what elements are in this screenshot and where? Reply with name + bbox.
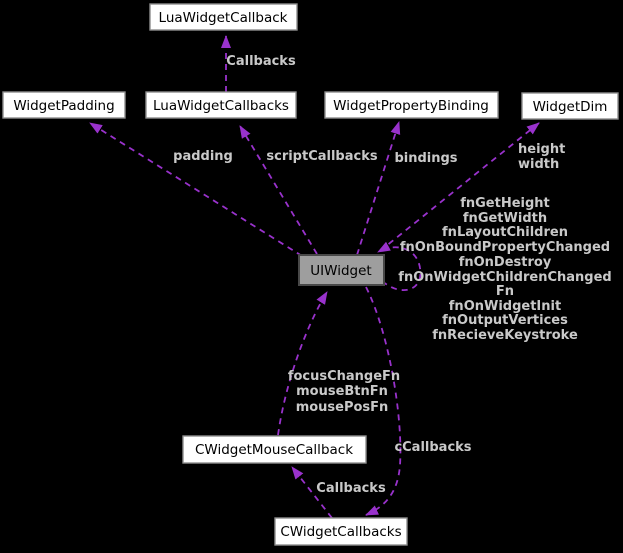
node-widgetdim[interactable]: WidgetDim bbox=[521, 92, 619, 120]
edge-uiwidget-luawidgetcallbacks bbox=[239, 125, 318, 255]
node-uiwidget-box[interactable] bbox=[298, 254, 385, 286]
edge-label-height: height bbox=[518, 142, 565, 157]
node-cwidgetmousecallback[interactable]: CWidgetMouseCallback bbox=[182, 435, 367, 464]
edge-uiwidget-widgetdim bbox=[379, 122, 540, 252]
edge-label-fnrecievekeystroke: fnRecieveKeystroke bbox=[432, 328, 578, 343]
node-cwidgetcallbacks[interactable]: CWidgetCallbacks bbox=[274, 517, 408, 546]
node-widgetpadding[interactable]: WidgetPadding bbox=[2, 91, 126, 119]
edge-label-fnonwidgetinit: fnOnWidgetInit bbox=[449, 299, 561, 314]
edge-label-mouse-members: focusChangeFn mouseBtnFn mousePosFn bbox=[288, 369, 400, 415]
node-cwidgetmousecallback-label: CWidgetMouseCallback bbox=[195, 442, 353, 458]
node-cwidgetcallbacks-box[interactable] bbox=[274, 517, 408, 546]
node-widgetpadding-label: WidgetPadding bbox=[13, 98, 114, 114]
edge-label-self-loop-members: fnGetHeight fnGetWidth fnLayoutChildren … bbox=[398, 196, 611, 343]
edge-label-fnoutputvertices: fnOutputVertices bbox=[442, 313, 568, 328]
node-cwidgetmousecallback-box[interactable] bbox=[182, 435, 367, 464]
edge-label-ccallbacks: cCallbacks bbox=[394, 440, 471, 455]
edge-label-callbacks-top: Callbacks bbox=[226, 54, 296, 69]
edge-label-bindings: bindings bbox=[394, 151, 457, 166]
edge-uiwidget-widgetpadding bbox=[89, 122, 303, 257]
node-luawidgetcallback-label: LuaWidgetCallback bbox=[159, 10, 288, 26]
edge-label-width: width bbox=[518, 157, 559, 172]
node-widgetpropertybinding-label: WidgetPropertyBinding bbox=[333, 98, 489, 114]
edge-label-padding: padding bbox=[173, 149, 233, 164]
edge-label-fnonwidgetchildrenchanged: fnOnWidgetChildrenChanged bbox=[398, 270, 611, 285]
edge-label-scriptcallbacks: scriptCallbacks bbox=[266, 149, 377, 164]
node-cwidgetcallbacks-label: CWidgetCallbacks bbox=[280, 524, 401, 540]
node-widgetdim-box[interactable] bbox=[521, 92, 619, 120]
node-luawidgetcallbacks[interactable]: LuaWidgetCallbacks bbox=[145, 91, 297, 119]
node-luawidgetcallback[interactable]: LuaWidgetCallback bbox=[149, 3, 298, 31]
edge-uiwidget-cwidgetcallbacks bbox=[365, 286, 402, 516]
edge-label-mouseposfn: mousePosFn bbox=[296, 400, 389, 415]
edge-label-fn: Fn bbox=[496, 284, 514, 299]
edge-label-fngetwidth: fnGetWidth bbox=[463, 211, 547, 226]
node-uiwidget-label: UIWidget bbox=[310, 263, 371, 279]
edge-cwidgetmousecallback-uiwidget bbox=[277, 291, 328, 436]
edge-uiwidget-self-loop bbox=[377, 241, 422, 291]
edge-label-mousebtnfn: mouseBtnFn bbox=[296, 384, 388, 399]
edge-label-callbacks-bottom: Callbacks bbox=[316, 481, 386, 496]
node-widgetpadding-box[interactable] bbox=[2, 91, 126, 119]
node-luawidgetcallbacks-label: LuaWidgetCallbacks bbox=[153, 98, 289, 114]
edge-label-focuschangefn: focusChangeFn bbox=[288, 369, 400, 384]
edge-label-fnondestroy: fnOnDestroy bbox=[459, 255, 552, 270]
edge-uiwidget-widgetpropertybinding bbox=[356, 121, 401, 256]
node-widgetdim-label: WidgetDim bbox=[533, 99, 608, 115]
edge-label-fnonboundpropertychanged: fnOnBoundPropertyChanged bbox=[400, 240, 610, 255]
node-luawidgetcallback-box[interactable] bbox=[149, 3, 298, 31]
node-widgetpropertybinding-box[interactable] bbox=[324, 91, 499, 119]
node-luawidgetcallbacks-box[interactable] bbox=[145, 91, 297, 119]
node-widgetpropertybinding[interactable]: WidgetPropertyBinding bbox=[324, 91, 499, 119]
edge-label-fngetheight: fnGetHeight bbox=[460, 196, 550, 211]
node-uiwidget[interactable]: UIWidget bbox=[298, 254, 385, 286]
edge-label-fnlayoutchildren: fnLayoutChildren bbox=[442, 225, 568, 240]
